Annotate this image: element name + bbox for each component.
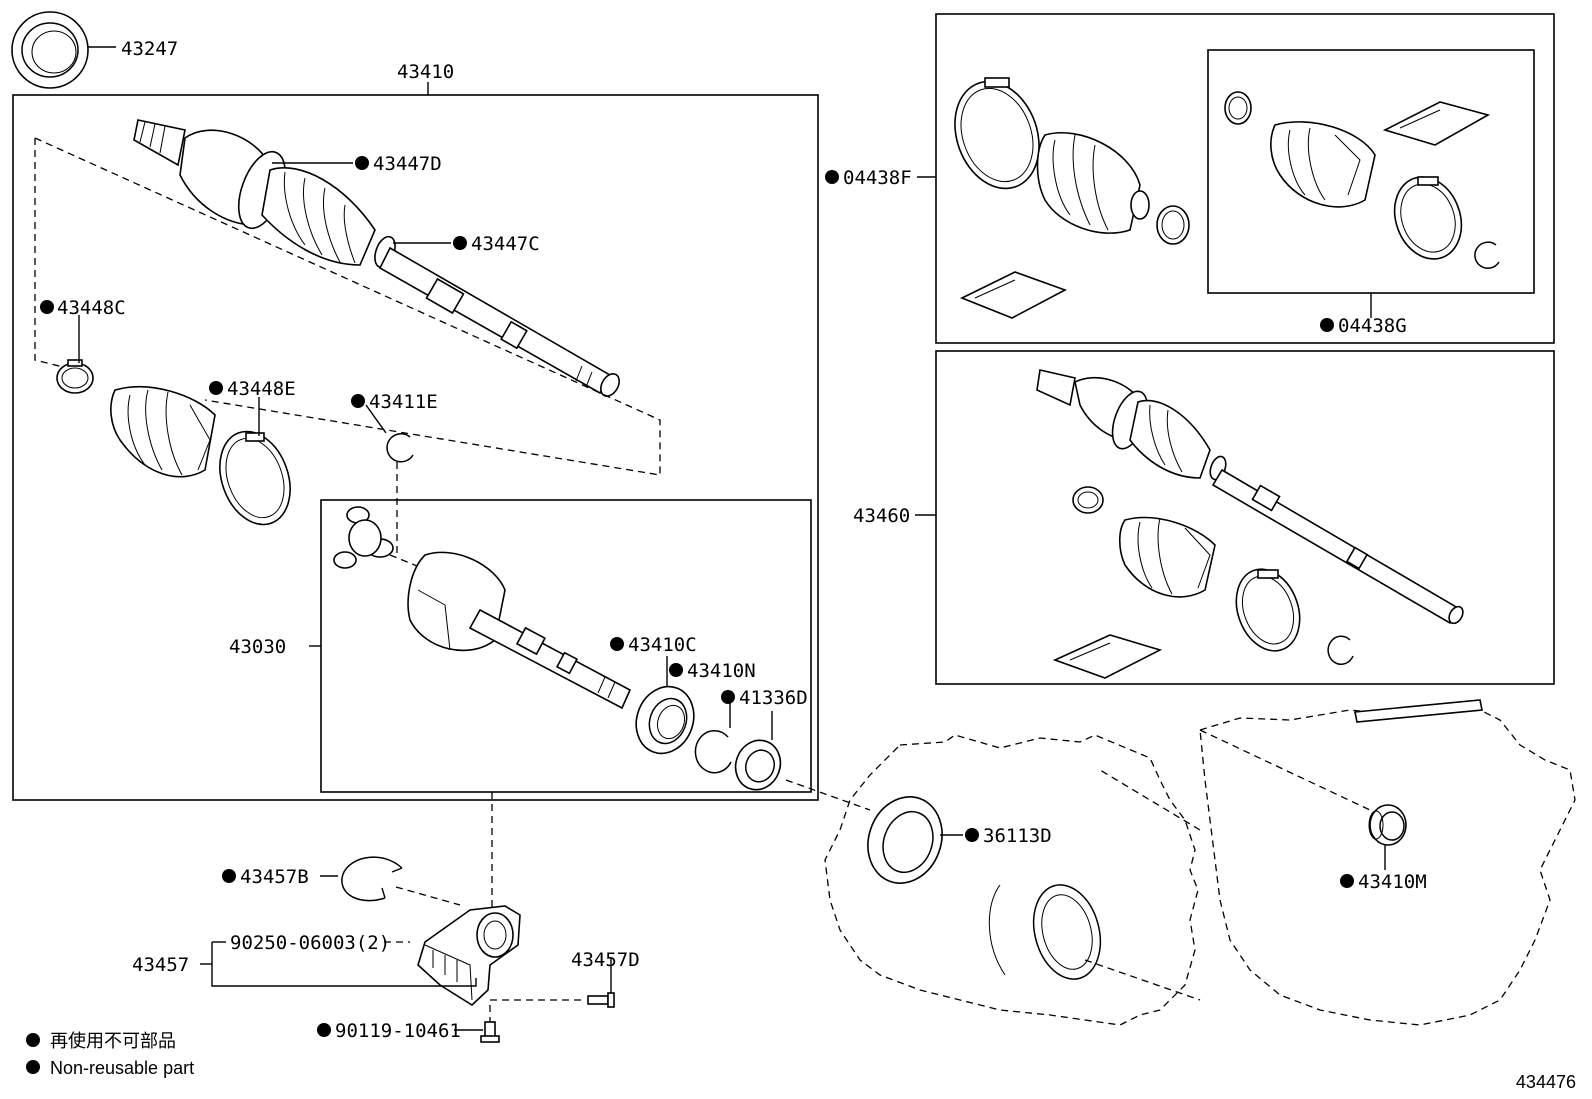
label-43410: 43410 [397, 61, 454, 83]
label-43030: 43030 [229, 636, 286, 658]
box-04438F [935, 13, 1555, 344]
label-43448C: 43448C [57, 297, 126, 319]
non-reusable-dot-icon [1320, 318, 1334, 332]
kit-04438F-contents-icon [954, 77, 1190, 319]
label-41336D: 41336D [739, 687, 808, 709]
non-reusable-dot-icon [965, 828, 979, 842]
label-04438F: 04438F [843, 167, 912, 189]
bolt-90119-icon [480, 1021, 500, 1043]
transaxle-case-left-icon [824, 734, 1201, 1026]
non-reusable-dot-icon [40, 300, 54, 314]
label-43410N: 43410N [687, 660, 756, 682]
non-reusable-dot-icon [317, 1023, 331, 1037]
non-reusable-dot-icon [669, 663, 683, 677]
non-reusable-dot-icon [355, 156, 369, 170]
snap-ring-43410N-icon [694, 730, 732, 774]
label-43447C: 43447C [471, 233, 540, 255]
drive-shaft-43460-icon [1036, 369, 1464, 679]
non-reusable-dot-icon [610, 637, 624, 651]
figure-number: 434476 [1516, 1072, 1576, 1092]
label-90119-10461: 90119-10461 [335, 1020, 461, 1042]
label-43447D: 43447D [373, 153, 442, 175]
transaxle-case-right-icon [1199, 699, 1576, 1026]
label-43411E: 43411E [369, 391, 438, 413]
legend-en: Non-reusable part [50, 1058, 194, 1078]
label-43460: 43460 [853, 505, 910, 527]
snap-ring-43457B-icon [341, 856, 403, 902]
non-reusable-dot-icon [222, 869, 236, 883]
tripod-joint-icon [333, 506, 394, 569]
band-43448E-icon [219, 430, 291, 526]
box-43460 [935, 350, 1555, 685]
drive-shaft-43410-icon [133, 119, 620, 397]
seal-43247-icon [11, 11, 89, 89]
non-reusable-dot-icon [453, 236, 467, 250]
non-reusable-dot-icon [351, 394, 365, 408]
label-43457B: 43457B [240, 866, 309, 888]
label-43410M: 43410M [1358, 871, 1427, 893]
label-90250-06003: 90250-06003(2) [230, 932, 390, 954]
label-36113D: 36113D [983, 825, 1052, 847]
kit-04438G-contents-icon [1224, 91, 1500, 269]
non-reusable-dot-icon [825, 170, 839, 184]
bearing-bracket-43457-icon [417, 905, 521, 1007]
box-43030 [320, 499, 812, 793]
bearing-36113D-icon [867, 796, 943, 884]
oil-seal-41336D-icon [734, 739, 782, 791]
oil-seal-43410M-icon [1368, 804, 1407, 846]
snap-ring-43411E-icon [386, 433, 414, 463]
label-04438G: 04438G [1338, 315, 1407, 337]
label-43457: 43457 [132, 954, 189, 976]
legend-dot-icon [26, 1033, 40, 1047]
label-43448E: 43448E [227, 378, 296, 400]
inner-joint-shaft-43030-icon [407, 551, 632, 710]
non-reusable-dot-icon [1340, 874, 1354, 888]
legend-jp: 再使用不可部品 [50, 1031, 176, 1051]
non-reusable-dot-icon [721, 690, 735, 704]
clamp-43448C-icon [56, 359, 94, 394]
bearing-43410C-icon [635, 685, 695, 755]
boot-43448E-icon [110, 386, 216, 478]
legend-dot-icon [26, 1060, 40, 1074]
box-43410 [12, 94, 819, 801]
label-43247: 43247 [121, 38, 178, 60]
label-43410C: 43410C [628, 634, 697, 656]
bolt-43457D-icon [587, 992, 615, 1008]
label-43457D: 43457D [571, 949, 640, 971]
non-reusable-dot-icon [209, 381, 223, 395]
